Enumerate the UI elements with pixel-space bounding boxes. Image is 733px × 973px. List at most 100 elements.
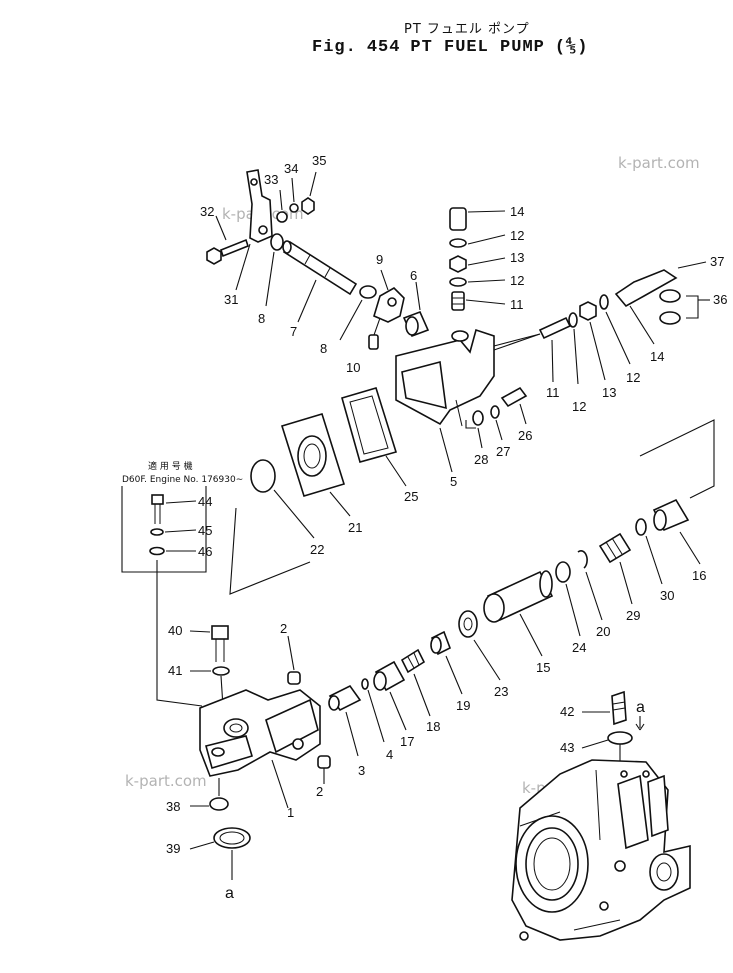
fig-title-text: PT FUEL PUMP bbox=[410, 38, 545, 57]
callout-24: 24 bbox=[572, 640, 586, 655]
leader-bracket-16 bbox=[639, 419, 715, 499]
applicability-engine: D60F. Engine No. 176930∼ bbox=[122, 475, 243, 485]
washer-36-b bbox=[659, 311, 681, 325]
callout-2-lower: 2 bbox=[316, 784, 323, 799]
nut-35 bbox=[301, 197, 315, 215]
callout-7: 7 bbox=[290, 324, 297, 339]
callout-40: 40 bbox=[168, 623, 182, 638]
lever-31 bbox=[246, 169, 273, 243]
elbow-14-right bbox=[614, 269, 678, 308]
callout-37: 37 bbox=[710, 254, 724, 269]
callout-14-upper: 14 bbox=[510, 204, 524, 219]
main-housing-group bbox=[189, 625, 331, 880]
screw-42 bbox=[611, 690, 627, 726]
callout-34: 34 bbox=[284, 161, 298, 176]
spring-18 bbox=[400, 648, 426, 674]
washer-38 bbox=[209, 797, 229, 811]
callout-21: 21 bbox=[348, 520, 362, 535]
watermark-bottom-left: k-part.com bbox=[125, 772, 207, 790]
washer-28 bbox=[472, 410, 484, 426]
callout-46: 46 bbox=[198, 544, 212, 559]
callout-13-upper: 13 bbox=[510, 250, 524, 265]
callout-4: 4 bbox=[386, 747, 393, 762]
callout-36: 36 bbox=[713, 292, 727, 307]
pump-body-assembly bbox=[511, 690, 691, 941]
callout-3: 3 bbox=[358, 763, 365, 778]
callout-18: 18 bbox=[426, 719, 440, 734]
callout-11-upper: 11 bbox=[510, 297, 524, 312]
washer-36-a bbox=[659, 289, 681, 303]
callout-16: 16 bbox=[692, 568, 706, 583]
washer-33 bbox=[276, 211, 288, 223]
washer-12-c bbox=[568, 312, 578, 328]
callout-6: 6 bbox=[410, 268, 417, 283]
callout-42: 42 bbox=[560, 704, 574, 719]
reference-a-bottom: a bbox=[225, 885, 234, 902]
snap-ring-20 bbox=[577, 550, 588, 569]
bolt-32-head bbox=[206, 247, 222, 265]
o-ring-39 bbox=[213, 827, 251, 849]
o-ring-8-lower bbox=[359, 285, 377, 299]
callout-11-lower: 11 bbox=[546, 385, 560, 400]
plug-2-upper bbox=[287, 671, 301, 685]
callout-20: 20 bbox=[596, 624, 610, 639]
pin-10 bbox=[368, 334, 379, 350]
callout-8-lower: 8 bbox=[320, 341, 327, 356]
right-fitting-row bbox=[493, 261, 710, 385]
upper-fitting-stack bbox=[449, 207, 506, 311]
callout-44: 44 bbox=[198, 494, 212, 509]
washer-45 bbox=[150, 528, 164, 536]
callout-33: 33 bbox=[264, 172, 278, 187]
washer-43 bbox=[607, 731, 633, 745]
callout-10: 10 bbox=[346, 360, 360, 375]
washer-12-a bbox=[449, 238, 467, 248]
callout-22: 22 bbox=[310, 542, 324, 557]
fitting-11-upper bbox=[451, 291, 465, 311]
washer-34 bbox=[289, 203, 299, 213]
callout-12-d: 12 bbox=[626, 370, 640, 385]
callout-27: 27 bbox=[496, 444, 510, 459]
washer-12-b bbox=[449, 277, 467, 287]
callout-38: 38 bbox=[166, 799, 180, 814]
nut-13-upper bbox=[449, 255, 467, 273]
callout-41: 41 bbox=[168, 663, 182, 678]
gasket-25 bbox=[341, 387, 398, 463]
governor-cover-group bbox=[229, 328, 541, 595]
callout-31: 31 bbox=[224, 292, 238, 307]
callout-30: 30 bbox=[660, 588, 674, 603]
washer-12-d bbox=[599, 294, 609, 310]
callout-12-b: 12 bbox=[510, 273, 524, 288]
applicability-box: 適 用 号 機 D60F. Engine No. 176930∼ bbox=[121, 460, 243, 707]
fig-number: 454 bbox=[366, 38, 401, 57]
callout-29: 29 bbox=[626, 608, 640, 623]
callout-2-upper: 2 bbox=[280, 621, 287, 636]
bolt-26 bbox=[500, 386, 528, 408]
callout-43: 43 bbox=[560, 740, 574, 755]
washer-41 bbox=[212, 666, 230, 676]
callout-labels: 1 2 2 3 4 5 6 7 8 8 9 10 11 11 12 12 12 … bbox=[166, 153, 727, 902]
diagonal-parts-group bbox=[328, 419, 715, 757]
watermark-top-right: k-part.com bbox=[618, 154, 700, 172]
callout-14-lower: 14 bbox=[650, 349, 664, 364]
bolt-26-group bbox=[465, 386, 528, 449]
washer-23 bbox=[458, 610, 478, 638]
washer-30 bbox=[635, 518, 647, 536]
leader-bracket-22 bbox=[229, 507, 311, 595]
washer-46 bbox=[149, 546, 165, 556]
fitting-11-right bbox=[538, 316, 572, 340]
o-ring-22 bbox=[250, 459, 276, 493]
washer-24 bbox=[555, 561, 571, 583]
spring-29 bbox=[598, 532, 632, 564]
callout-35: 35 bbox=[312, 153, 326, 168]
callout-32: 32 bbox=[200, 204, 214, 219]
callout-23: 23 bbox=[494, 684, 508, 699]
callout-15: 15 bbox=[536, 660, 550, 675]
ring-4 bbox=[361, 678, 369, 690]
callout-28: 28 bbox=[474, 452, 488, 467]
nut-13-right bbox=[579, 301, 597, 321]
callout-26: 26 bbox=[518, 428, 532, 443]
callout-19: 19 bbox=[456, 698, 470, 713]
leader-46-to-housing bbox=[156, 560, 203, 707]
reference-a-right: a bbox=[636, 699, 645, 716]
